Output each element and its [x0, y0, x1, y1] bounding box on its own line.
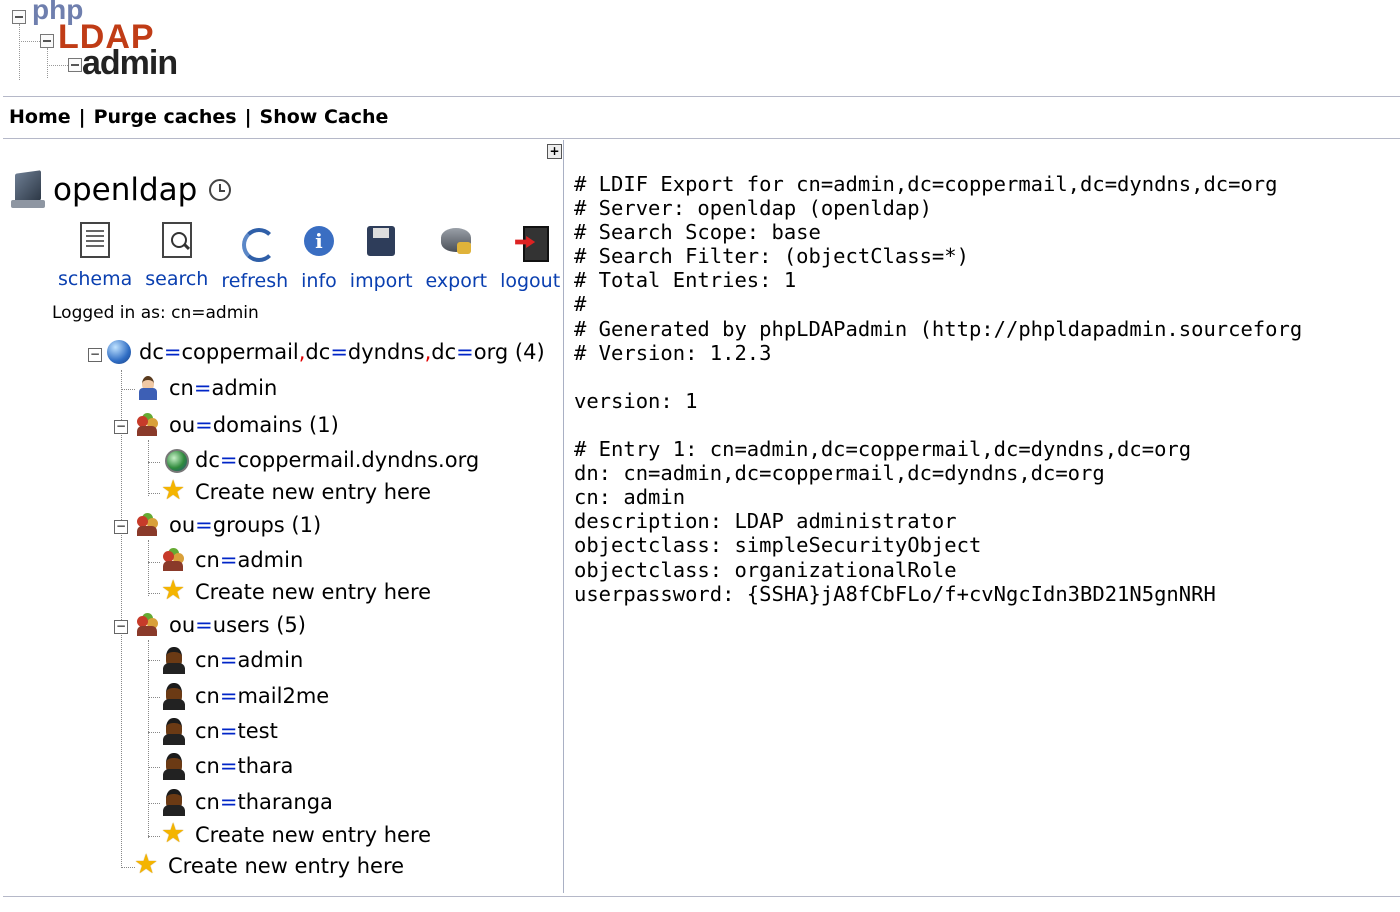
refresh-icon[interactable] — [238, 222, 276, 262]
ldif-line: # Search Filter: (objectClass=*) — [574, 244, 969, 269]
server-actions: schema search refresh info import export… — [58, 222, 560, 292]
tree-node-user[interactable]: cn=mail2me — [161, 683, 329, 710]
menu-purge-caches-link[interactable]: Purge caches — [93, 106, 237, 128]
logo-plus-box-icon — [68, 58, 82, 72]
menu-show-cache-link[interactable]: Show Cache — [259, 106, 389, 128]
star-icon — [161, 818, 187, 849]
footer-divider — [3, 896, 1400, 897]
menu-separator: | — [244, 106, 252, 128]
info-action[interactable]: info — [301, 222, 337, 292]
collapse-users-toggle[interactable]: − — [114, 619, 128, 634]
logout-label[interactable]: logout — [500, 270, 561, 292]
ldif-line: # Entry 1: cn=admin,dc=coppermail,dc=dyn… — [574, 437, 1192, 462]
top-menu: Home | Purge caches | Show Cache — [9, 106, 388, 128]
expand-panel-button[interactable]: + — [547, 144, 562, 159]
ldif-line: objectclass: simpleSecurityObject — [574, 533, 982, 558]
user-icon — [161, 647, 187, 674]
tree-node-user[interactable]: cn=thara — [161, 753, 293, 780]
star-icon — [161, 475, 187, 506]
domain-icon — [161, 447, 189, 473]
import-label[interactable]: import — [349, 270, 413, 292]
logout-action[interactable]: logout — [500, 222, 560, 292]
search-action[interactable]: search — [145, 222, 208, 292]
ldif-line: # Search Scope: base — [574, 220, 821, 245]
server-header: openldap — [9, 170, 232, 210]
user-icon — [161, 683, 187, 710]
tree-node-dc-coppermail[interactable]: dc=coppermail.dyndns.org — [161, 447, 479, 473]
logout-icon[interactable] — [513, 222, 550, 262]
ldif-line: # Version: 1.2.3 — [574, 340, 772, 365]
export-label[interactable]: export — [425, 270, 488, 292]
export-action[interactable]: export — [425, 222, 488, 292]
menu-separator: | — [78, 106, 86, 128]
tree-node-user[interactable]: cn=test — [161, 718, 278, 745]
user-icon — [161, 753, 187, 780]
user-icon — [161, 789, 187, 816]
server-computer-icon — [9, 170, 47, 210]
ldif-line: # Server: openldap (openldap) — [574, 196, 932, 221]
group-icon — [135, 412, 161, 438]
ldif-line: # Generated by phpLDAPadmin (http://phpl… — [574, 316, 1303, 341]
ldif-line: cn: admin — [574, 485, 686, 510]
logo-minus-box-icon — [40, 34, 54, 48]
tree-node-groups-cn-admin[interactable]: cn=admin — [161, 547, 303, 573]
tree-node-cn-admin[interactable]: cn=admin — [135, 375, 277, 401]
tree-node-user[interactable]: cn=tharanga — [161, 789, 333, 816]
group-icon — [161, 547, 187, 573]
logo-minus-box-icon — [12, 10, 26, 24]
ldif-line: dn: cn=admin,dc=coppermail,dc=dyndns,dc=… — [574, 461, 1105, 486]
search-label[interactable]: search — [145, 268, 209, 290]
tree-node-create-new[interactable]: Create new entry here — [161, 818, 431, 849]
clock-icon[interactable] — [209, 179, 232, 201]
tree-node-root[interactable]: dc=coppermail,dc=dyndns,dc=org (4) — [107, 340, 545, 364]
tree-panel: + openldap schema search refresh info im… — [3, 140, 564, 897]
ldif-line: version: 1 — [574, 388, 698, 413]
phpldapadmin-logo: php LDAP admin — [8, 0, 188, 86]
logo-admin-text: admin — [82, 44, 178, 82]
refresh-action[interactable]: refresh — [221, 222, 288, 292]
collapse-groups-toggle[interactable]: − — [114, 519, 128, 534]
ldif-line: # LDIF Export for cn=admin,dc=coppermail… — [574, 172, 1278, 196]
menu-divider — [3, 138, 1400, 139]
info-label[interactable]: info — [301, 270, 337, 292]
logo-php-text: php — [32, 0, 84, 25]
tree-node-create-new[interactable]: Create new entry here — [161, 475, 431, 506]
tree-node-ou-domains[interactable]: ou=domains (1) — [135, 412, 339, 438]
group-icon — [135, 512, 161, 538]
tree-node-ou-users[interactable]: ou=users (5) — [135, 612, 306, 638]
panel-divider — [563, 140, 564, 893]
ldif-export-output: # LDIF Export for cn=admin,dc=coppermail… — [574, 172, 1302, 606]
collapse-domains-toggle[interactable]: − — [114, 419, 128, 434]
search-icon[interactable] — [161, 222, 192, 258]
refresh-label[interactable]: refresh — [221, 270, 289, 292]
export-icon[interactable] — [439, 222, 473, 260]
star-icon — [161, 575, 187, 606]
import-action[interactable]: import — [350, 222, 413, 292]
ldif-line: description: LDAP administrator — [574, 509, 957, 534]
logged-in-status: Logged in as: cn=admin — [52, 303, 259, 323]
tree-node-create-new[interactable]: Create new entry here — [134, 849, 404, 880]
ldif-line: # Total Entries: 1 — [574, 268, 797, 293]
user-icon — [161, 718, 187, 745]
star-icon — [134, 849, 160, 880]
group-icon — [135, 612, 161, 638]
ldif-line: objectclass: organizationalRole — [574, 557, 957, 582]
import-icon[interactable] — [364, 222, 398, 260]
tree-node-create-new[interactable]: Create new entry here — [161, 575, 431, 606]
ldif-line: userpassword: {SSHA}jA8fCbFLo/f+cvNgcIdn… — [574, 581, 1216, 606]
info-icon[interactable] — [302, 222, 336, 260]
schema-action[interactable]: schema — [58, 222, 132, 292]
admin-user-icon — [135, 375, 161, 401]
tree-node-ou-groups[interactable]: ou=groups (1) — [135, 512, 321, 538]
header-divider — [3, 96, 1400, 97]
collapse-root-toggle[interactable]: − — [88, 347, 102, 362]
ldif-line: # — [574, 292, 587, 317]
globe-icon — [107, 340, 131, 364]
schema-label[interactable]: schema — [58, 268, 133, 290]
server-name[interactable]: openldap — [53, 172, 198, 208]
menu-home-link[interactable]: Home — [9, 106, 71, 128]
tree-node-user[interactable]: cn=admin — [161, 647, 303, 674]
logo-ldap-text: LDAP — [58, 18, 155, 56]
schema-icon[interactable] — [80, 222, 111, 258]
